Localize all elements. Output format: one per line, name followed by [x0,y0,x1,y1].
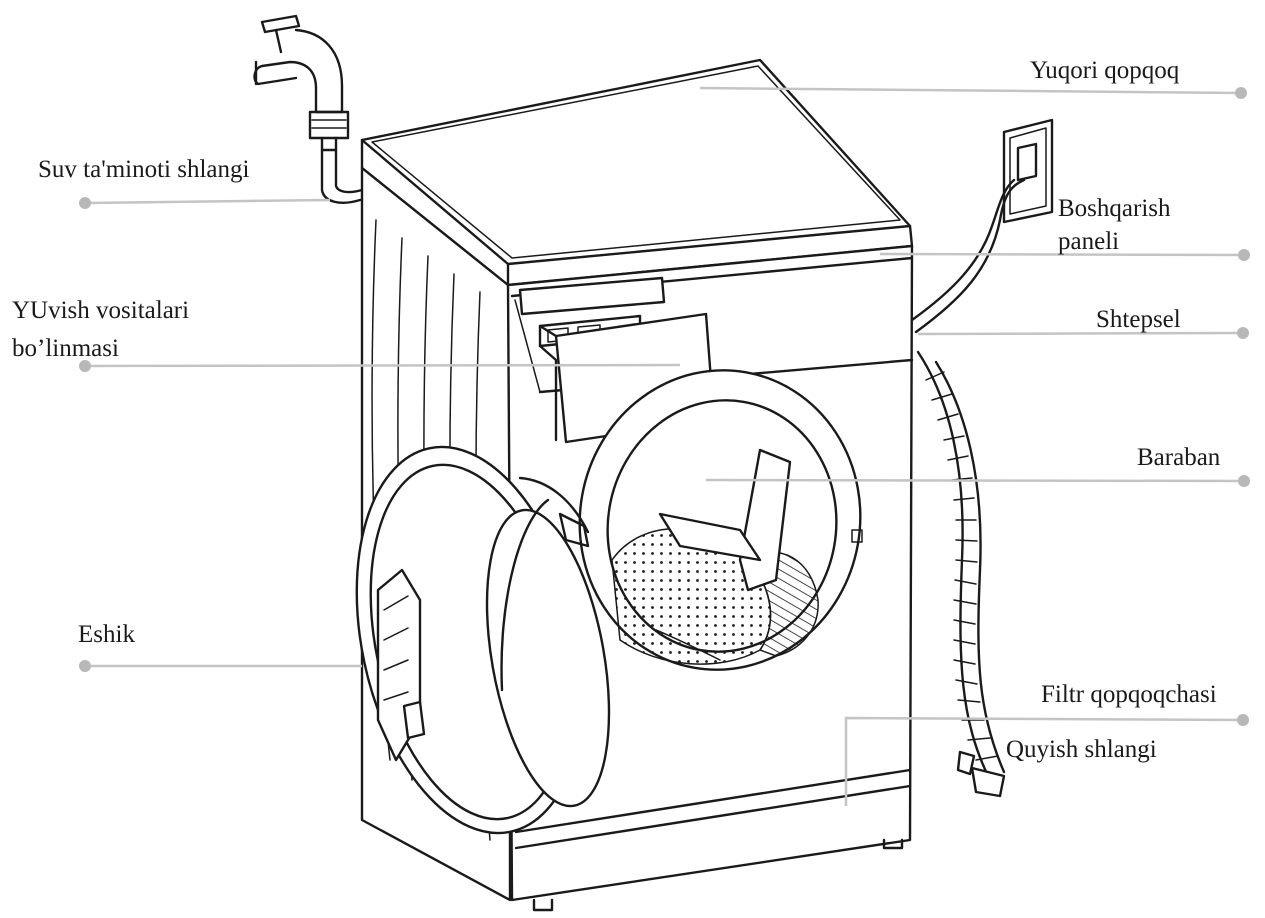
label-control-panel-line2: paneli [1058,228,1120,255]
label-drain-hose: Quyish shlangi [1006,736,1157,763]
leader-lines [79,86,1250,806]
drum-icon [578,369,863,671]
label-door: Eshik [78,621,135,648]
label-control-panel-line1: Boshqarish [1058,195,1171,222]
drain-hose-icon [916,350,1006,798]
label-top-cover: Yuqori qopqoq [1030,57,1180,84]
label-filter-cover: Filtr qopqoqchasi [1041,681,1217,708]
label-detergent-compartment-line1: YUvish vositalari [12,297,190,324]
label-plug: Shtepsel [1096,306,1181,333]
power-plug-icon [910,118,1054,334]
label-drum: Baraban [1137,444,1221,471]
water-tap-icon [253,14,350,152]
door-icon [355,445,611,835]
label-detergent-compartment-line2: bo’linmasi [12,335,119,362]
label-water-supply-hose: Suv ta'minoti shlangi [38,156,250,183]
